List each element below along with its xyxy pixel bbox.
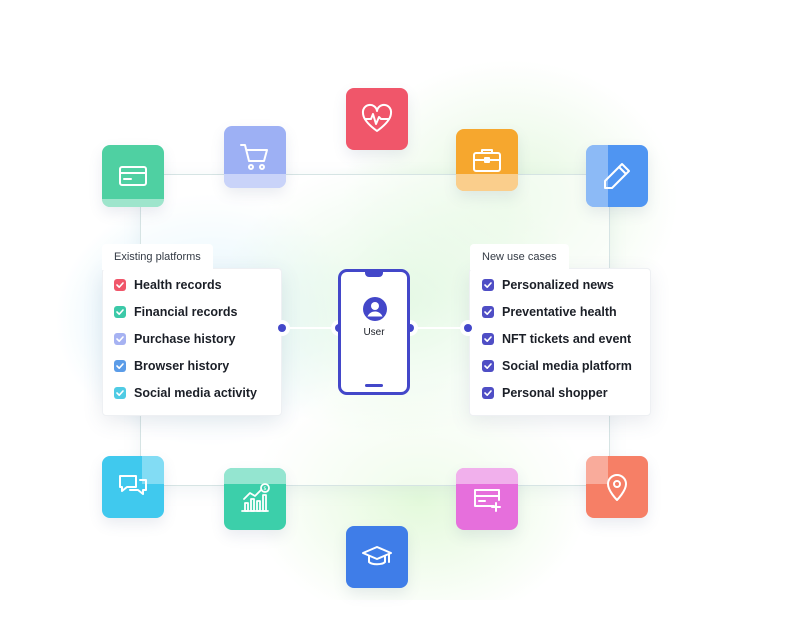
list-item: Health records — [114, 275, 222, 295]
tile-graduation-cap — [346, 526, 408, 588]
item-label: Personal shopper — [502, 386, 608, 400]
check-icon — [482, 306, 494, 318]
check-icon — [114, 306, 126, 318]
user-label: User — [363, 327, 385, 338]
list-item: Browser history — [114, 356, 229, 376]
tile-chat-bubbles — [102, 456, 164, 518]
connector-dot — [464, 324, 472, 332]
tile-shopping-cart — [224, 126, 286, 188]
list-item: Personalized news — [482, 275, 614, 295]
add-card-icon — [474, 489, 501, 512]
user-avatar-icon — [363, 297, 387, 321]
location-pin-icon — [607, 474, 627, 501]
connector-right — [408, 327, 468, 329]
tile-briefcase — [456, 129, 518, 191]
new-use-cases-title: New use cases — [470, 244, 569, 270]
check-icon — [482, 360, 494, 372]
credit-card-icon — [119, 166, 147, 186]
item-label: Social media platform — [502, 359, 632, 373]
heart-pulse-icon — [361, 103, 393, 132]
item-label: Health records — [134, 278, 222, 292]
check-icon — [114, 279, 126, 291]
item-label: NFT tickets and event — [502, 332, 632, 346]
tile-pencil — [586, 145, 648, 207]
tile-add-card — [456, 468, 518, 530]
user-phone: User — [338, 269, 410, 395]
check-icon — [114, 387, 126, 399]
list-item: Financial records — [114, 302, 238, 322]
tile-growth-chart: $ — [224, 468, 286, 530]
graduation-cap-icon — [362, 546, 392, 566]
connector-dot — [406, 324, 414, 332]
phone-home-bar — [365, 384, 383, 387]
item-label: Browser history — [134, 359, 230, 373]
check-icon — [482, 333, 494, 345]
check-icon — [114, 333, 126, 345]
shopping-cart-icon — [240, 144, 268, 170]
item-label: Purchase history — [134, 332, 236, 346]
connector-dot — [278, 324, 286, 332]
chat-bubbles-icon — [119, 475, 147, 495]
tile-location-pin — [586, 456, 648, 518]
check-icon — [482, 279, 494, 291]
list-item: NFT tickets and event — [482, 329, 631, 349]
phone-notch — [365, 271, 383, 277]
check-icon — [482, 387, 494, 399]
list-item: Social media platform — [482, 356, 632, 376]
pencil-icon — [604, 163, 630, 189]
item-label: Preventative health — [502, 305, 617, 319]
new-use-cases-card — [469, 268, 651, 416]
tile-heart-pulse — [346, 88, 408, 150]
connector-left — [282, 327, 340, 329]
list-item: Social media activity — [114, 383, 257, 403]
growth-chart-icon: $ — [241, 483, 270, 512]
item-label: Financial records — [134, 305, 238, 319]
tile-credit-card — [102, 145, 164, 207]
briefcase-icon — [473, 149, 501, 172]
check-icon — [114, 360, 126, 372]
list-item: Preventative health — [482, 302, 617, 322]
list-item: Purchase history — [114, 329, 235, 349]
svg-text:$: $ — [263, 486, 266, 492]
existing-platforms-title: Existing platforms — [102, 244, 213, 270]
item-label: Personalized news — [502, 278, 614, 292]
item-label: Social media activity — [134, 386, 257, 400]
list-item: Personal shopper — [482, 383, 608, 403]
